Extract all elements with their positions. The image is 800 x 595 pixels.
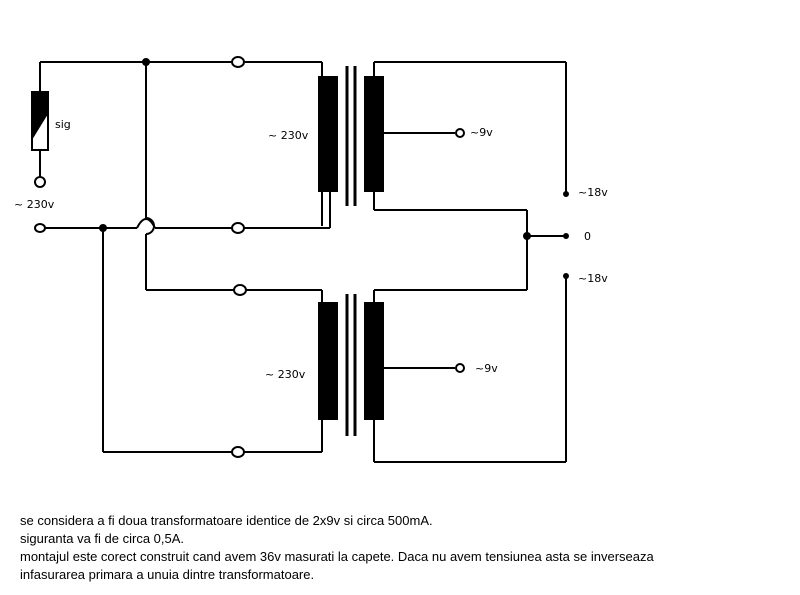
output-top-label: ~18v: [578, 186, 608, 199]
note-line: infasurarea primara a unuia dintre trans…: [20, 567, 315, 582]
junction-dot: [523, 232, 531, 240]
input-terminal: [34, 223, 46, 233]
note-line: montajul este corect construit cand avem…: [20, 549, 654, 564]
output-terminal: [563, 273, 569, 279]
primary-terminal: [233, 284, 247, 296]
tap-terminal: [455, 128, 465, 138]
output-bottom-label: ~18v: [578, 272, 608, 285]
fuse-symbol: [31, 91, 49, 151]
input-terminal: [34, 176, 46, 188]
transformer-schematic: sig ~ 230v ~ 230v ~ 230v ~9v ~9v ~18v 0 …: [14, 56, 608, 463]
output-zero-label: 0: [584, 230, 591, 243]
primary-terminal: [231, 222, 245, 234]
note-line: siguranta va fi de circa 0,5A.: [20, 531, 185, 546]
bottom-transformer: [318, 294, 384, 436]
wiring: [39, 61, 567, 463]
primary-terminal: [231, 56, 245, 68]
top-tap-label: ~9v: [470, 126, 493, 139]
bottom-primary-label: ~ 230v: [265, 368, 306, 381]
fuse-label: sig: [55, 118, 71, 131]
tap-terminal: [455, 363, 465, 373]
bottom-tap-label: ~9v: [475, 362, 498, 375]
top-transformer: [318, 66, 384, 206]
input-voltage-label: ~ 230v: [14, 198, 55, 211]
primary-terminal: [231, 446, 245, 458]
junction-dot: [99, 224, 107, 232]
notes-text: se considera a fi doua transformatoare i…: [20, 512, 790, 584]
note-line: se considera a fi doua transformatoare i…: [20, 513, 433, 528]
top-primary-label: ~ 230v: [268, 129, 309, 142]
output-terminal: [563, 233, 569, 239]
output-terminal: [563, 191, 569, 197]
junction-dot: [142, 58, 150, 66]
